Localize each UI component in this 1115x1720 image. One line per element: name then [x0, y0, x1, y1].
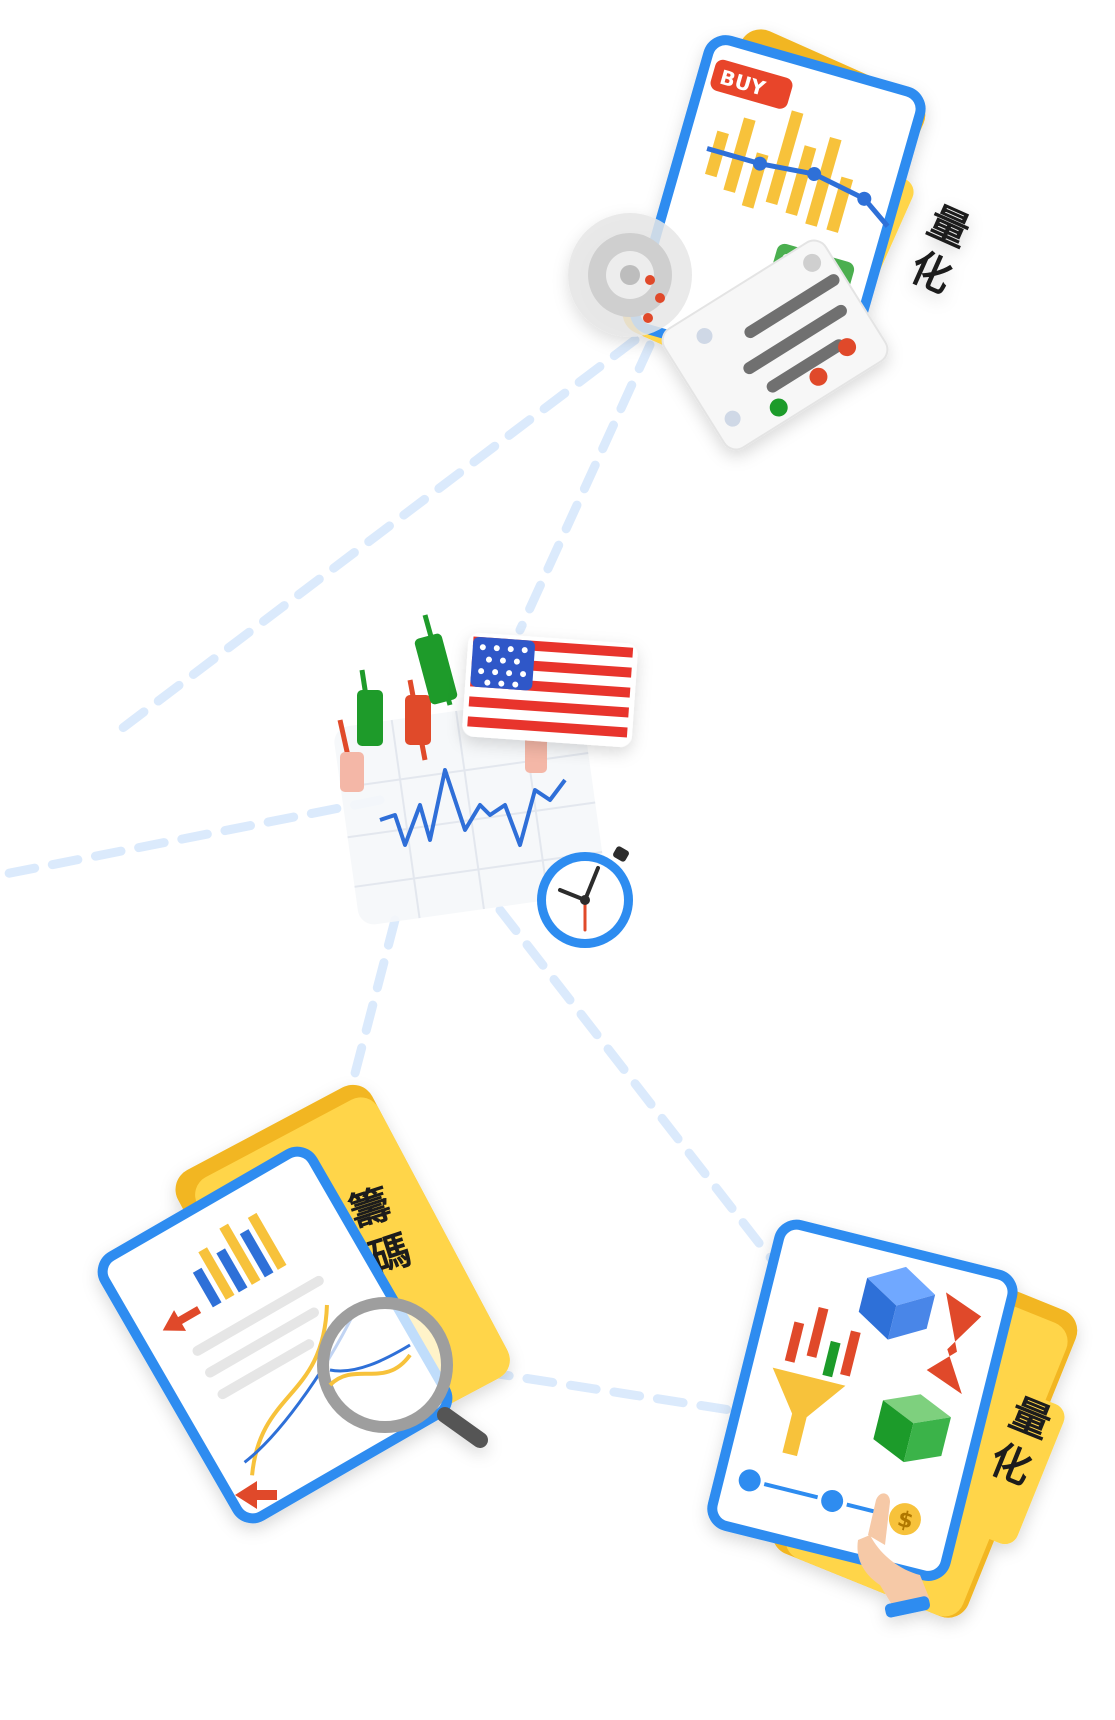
progress-steps: [738, 1469, 882, 1516]
price-line: [379, 768, 567, 847]
connector-top-center: [515, 340, 655, 635]
us-market-illustration: [334, 614, 638, 948]
chips-folder: 籌 碼: [97, 1084, 510, 1524]
coin-icon: [888, 1503, 921, 1536]
stopwatch-icon: [537, 846, 633, 948]
buy-badge: [710, 59, 793, 109]
arrow-icon: [162, 1306, 202, 1331]
us-flag-icon: [462, 633, 638, 747]
quant-folder-bottom: 量 化: [707, 1219, 1078, 1618]
trend-line-yellow: [250, 1304, 329, 1476]
hand-icon: [857, 1493, 931, 1618]
connector-top-left: [115, 335, 640, 735]
connector-center-left: [0, 795, 385, 880]
arrow-icon-bottom: [235, 1481, 277, 1509]
checklist-icon: [661, 239, 889, 451]
target-icon: [568, 213, 692, 337]
bar-chart-icon: [192, 1212, 287, 1308]
quant-folder-top: 量 化 BUY SELL: [568, 29, 976, 451]
magnifier-icon: [317, 1297, 488, 1448]
funnel-icon: [772, 1306, 861, 1457]
candlestick-icon: [337, 614, 547, 792]
connector-center-quant: [495, 905, 785, 1275]
coin-symbol: $: [895, 1507, 916, 1535]
cube-icon: [858, 1266, 982, 1463]
